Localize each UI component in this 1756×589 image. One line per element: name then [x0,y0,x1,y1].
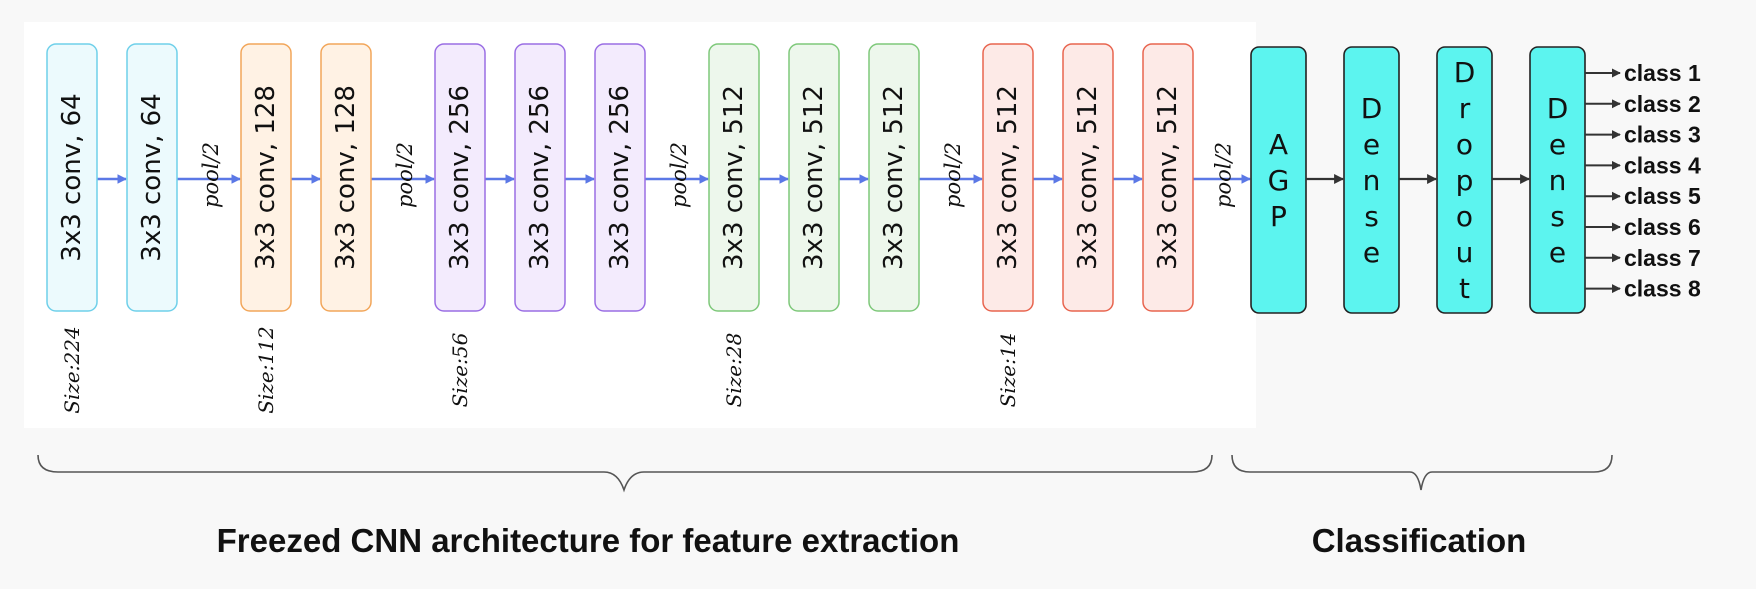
size-labels: Size:224 Size:112 Size:56 Size:28 Size:14 [60,326,1020,413]
pool-label: pool/2 [199,142,223,208]
pool-labels: pool/2 pool/2 pool/2 pool/2 pool/2 [199,142,1236,208]
output-classes: class 1 class 2 class 3 class 4 class 5 class… [1585,60,1701,302]
size-label: Size:28 [722,333,746,408]
conv-layers: 3x3 conv, 64 3x3 conv, 64 3x3 conv, 128 3x3… [46,43,1194,312]
conv-layer-label: 3x3 conv, 512 [799,85,829,270]
conv-layer-label: 3x3 conv, 128 [251,85,281,270]
output-class-label: class 5 [1624,183,1701,209]
conv-layer-box [788,43,840,312]
size-label: Size:14 [996,333,1020,408]
size-label: Size:56 [448,332,472,407]
conv-layer-box [126,43,178,312]
output-class-label: class 4 [1624,152,1701,178]
conv-layer-label: 3x3 conv, 512 [1073,85,1103,270]
pool-label: pool/2 [667,142,691,208]
size-label: Size:224 [60,326,84,413]
output-class-label: class 3 [1624,122,1701,148]
classification-brace [1231,454,1613,491]
conv-layer-box [594,43,646,312]
conv-layer-label: 3x3 conv, 64 [137,93,167,261]
size-label: Size:112 [254,326,278,413]
output-class-label: class 6 [1624,214,1701,240]
conv-layer-box [240,43,292,312]
conv-layer-label: 3x3 conv, 64 [57,93,87,261]
feature-brace [37,454,1213,493]
conv-layer-box [320,43,372,312]
conv-layer-label: 3x3 conv, 256 [445,85,475,270]
conv-layer-box [434,43,486,312]
conv-layer-box [514,43,566,312]
conv-layer-label: 3x3 conv, 512 [879,85,909,270]
pool-label: pool/2 [941,142,965,208]
conv-layer-box [868,43,920,312]
classifier-block [1529,46,1586,314]
output-class-label: class 7 [1624,245,1701,271]
output-class-label: class 8 [1624,276,1701,302]
classification-caption: Classification [1312,522,1527,559]
pool-label: pool/2 [393,142,417,208]
conv-layer-box [982,43,1034,312]
conv-layer-box [46,43,98,312]
output-class-label: class 2 [1624,91,1701,117]
conv-layer-box [708,43,760,312]
feature-caption: Freezed CNN architecture for feature ext… [217,522,960,559]
conv-layer-box [1142,43,1194,312]
output-class-label: class 1 [1624,60,1701,86]
conv-layer-label: 3x3 conv, 256 [525,85,555,270]
conv-layer-label: 3x3 conv, 128 [331,85,361,270]
pool-label: pool/2 [1212,142,1236,208]
conv-layer-label: 3x3 conv, 512 [719,85,749,270]
conv-layer-box [1062,43,1114,312]
conv-layer-label: 3x3 conv, 512 [993,85,1023,270]
conv-layer-label: 3x3 conv, 512 [1153,85,1183,270]
conv-layer-label: 3x3 conv, 256 [605,85,635,270]
